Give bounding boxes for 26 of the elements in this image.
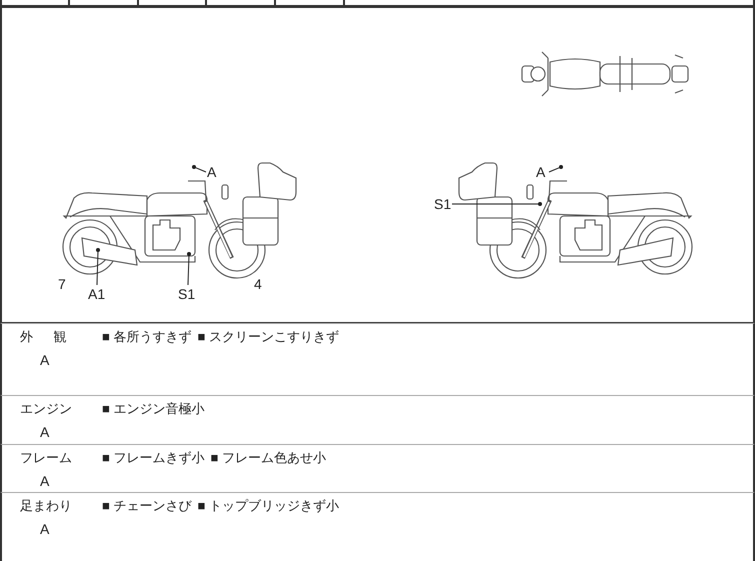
leader-line bbox=[195, 167, 206, 172]
category-label: 外 観 bbox=[20, 328, 67, 346]
grade-label: A bbox=[40, 423, 50, 441]
grade-label: A bbox=[40, 351, 50, 369]
callout-label: A1 bbox=[88, 284, 106, 304]
callout-number: 4 bbox=[254, 275, 262, 294]
grade-label: A bbox=[40, 472, 50, 490]
damage-item: ■ フレーム色あせ小 bbox=[210, 449, 326, 467]
callout-label: A bbox=[207, 162, 216, 182]
damage-item: ■ エンジン音極小 bbox=[102, 400, 204, 418]
callout-label: A bbox=[536, 162, 546, 182]
callout-label: S1 bbox=[178, 284, 196, 304]
callout-label: S1 bbox=[434, 194, 452, 214]
category-label: エンジン bbox=[20, 400, 72, 418]
category-label: フレーム bbox=[20, 449, 72, 467]
damage-item: ■ フレームきず小 bbox=[102, 449, 204, 467]
leader-line bbox=[188, 255, 190, 286]
damage-item: ■ スクリーンこすりきず bbox=[197, 328, 339, 346]
leader-line bbox=[548, 167, 560, 172]
damage-item: ■ 各所うすきず bbox=[102, 328, 192, 346]
callout-number: 7 bbox=[58, 275, 66, 294]
category-label: 足まわり bbox=[20, 497, 72, 515]
damage-item: ■ トップブリッジきず小 bbox=[197, 497, 339, 515]
leader-line bbox=[96, 251, 98, 286]
damage-item: ■ チェーンさび bbox=[102, 497, 192, 515]
grade-label: A bbox=[40, 520, 50, 538]
